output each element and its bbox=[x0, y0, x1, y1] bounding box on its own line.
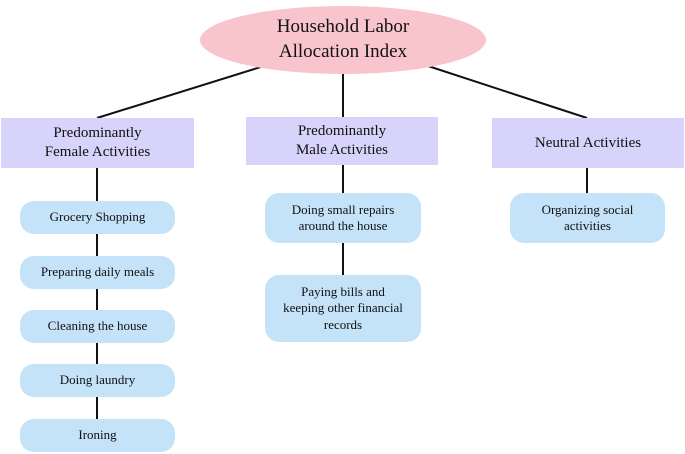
leaf-label-line1: Doing small repairs bbox=[291, 201, 395, 217]
leaf-doing-laundry: Doing laundry bbox=[20, 364, 175, 397]
leaf-label-line1: Organizing social bbox=[541, 201, 634, 217]
root-title-line1: Household Labor bbox=[276, 16, 410, 38]
leaf-label: Cleaning the house bbox=[47, 318, 148, 334]
category-female-line1: Predominantly bbox=[53, 125, 142, 142]
leaf-label-line3: records bbox=[323, 316, 363, 332]
leaf-grocery-shopping: Grocery Shopping bbox=[20, 201, 175, 234]
leaf-label-line2: keeping other financial bbox=[283, 300, 403, 316]
leaf-label-line1: Paying bills and bbox=[301, 284, 385, 300]
leaf-label-line2: activities bbox=[564, 218, 611, 233]
root-node: Household Labor Allocation Index bbox=[200, 6, 486, 74]
leaf-small-repairs: Doing small repairs around the house bbox=[265, 193, 421, 243]
leaf-cleaning-house: Cleaning the house bbox=[20, 310, 175, 343]
category-male: Predominantly Male Activities bbox=[246, 117, 438, 165]
category-female-line2: Female Activities bbox=[44, 144, 151, 160]
root-title-line2: Allocation Index bbox=[278, 41, 408, 62]
leaf-preparing-meals: Preparing daily meals bbox=[20, 256, 175, 289]
leaf-paying-bills: Paying bills and keeping other financial… bbox=[265, 275, 421, 342]
connector-root-female bbox=[96, 65, 265, 119]
leaf-label: Doing laundry bbox=[59, 372, 136, 388]
leaf-label-line2: around the house bbox=[298, 218, 388, 233]
leaf-organizing-social: Organizing social activities bbox=[510, 193, 665, 243]
connector-root-neutral bbox=[427, 65, 588, 119]
leaf-ironing: Ironing bbox=[20, 419, 175, 452]
category-male-line1: Predominantly bbox=[297, 123, 387, 140]
category-neutral: Neutral Activities bbox=[492, 118, 684, 168]
category-female: Predominantly Female Activities bbox=[1, 118, 194, 168]
category-neutral-line1: Neutral Activities bbox=[534, 134, 642, 151]
leaf-label: Preparing daily meals bbox=[40, 264, 155, 280]
leaf-label: Ironing bbox=[78, 427, 117, 443]
leaf-label: Grocery Shopping bbox=[49, 209, 146, 225]
category-male-line2: Male Activities bbox=[295, 142, 389, 158]
